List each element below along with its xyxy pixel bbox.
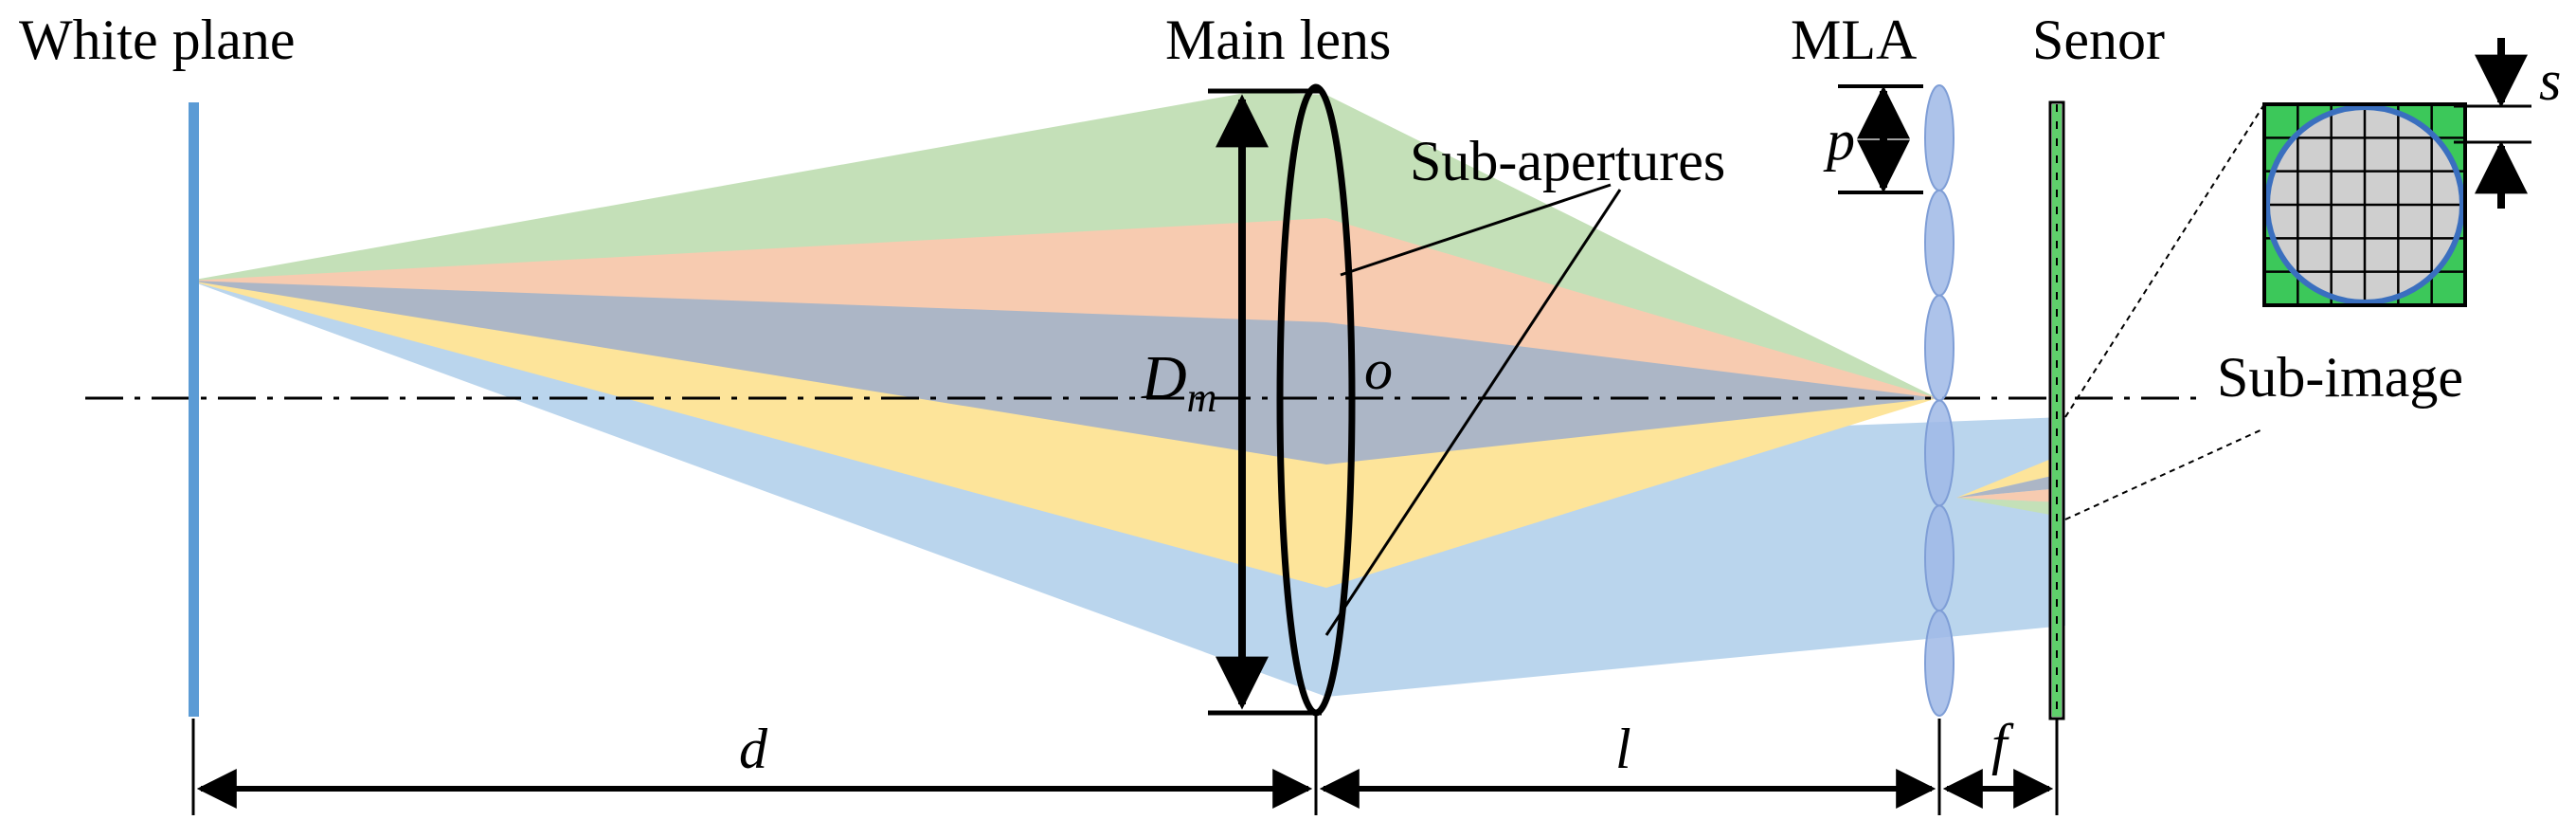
f-symbol: f	[1991, 713, 2014, 775]
sub-image-label: Sub-image	[2217, 346, 2463, 409]
sub-image	[2262, 102, 2467, 307]
l-symbol: l	[1615, 718, 1631, 780]
light-cones	[189, 92, 2065, 697]
main-lens-label: Main lens	[1165, 9, 1391, 71]
microlens	[1924, 84, 1955, 191]
p-symbol: p	[1823, 109, 1855, 172]
sensor-gray-cone	[1956, 474, 2061, 498]
sub-image-border	[2262, 102, 2467, 307]
sub-apertures-leader-2	[1324, 189, 1622, 636]
yellow-cone	[189, 281, 1937, 588]
sensor-green-cone	[1956, 498, 2061, 517]
gray-cone	[189, 281, 1937, 465]
sub-apertures-label: Sub-apertures	[1410, 130, 1725, 192]
s-symbol: s	[2539, 49, 2561, 112]
dm-symbol: Dm	[1141, 343, 1216, 421]
sub-apertures-leader-1	[1340, 183, 1612, 277]
sensor-blue-cone	[1956, 422, 2061, 498]
microlens	[1924, 610, 1955, 717]
microlens	[1924, 189, 1955, 297]
white-plane	[189, 102, 199, 717]
microlens	[1924, 399, 1955, 507]
zoom-line-bottom	[2064, 428, 2265, 520]
white-plane-label: White plane	[19, 9, 296, 71]
sensor-label: Senor	[2032, 9, 2165, 71]
microlens	[1924, 504, 1955, 612]
sub-image-circle-outline	[2264, 104, 2465, 305]
dm-symbol-main: D	[1141, 343, 1187, 412]
microlens	[1924, 294, 1955, 402]
sensor-fill	[2052, 104, 2062, 717]
dm-symbol-subscript: m	[1187, 374, 1217, 421]
mla-label: MLA	[1791, 9, 1917, 71]
d-symbol: d	[739, 718, 768, 780]
o-symbol: o	[1364, 338, 1393, 401]
microlens-array	[1924, 84, 1955, 717]
sensor-yellow-cone	[1956, 455, 2061, 498]
sub-image-grid	[2264, 104, 2465, 305]
